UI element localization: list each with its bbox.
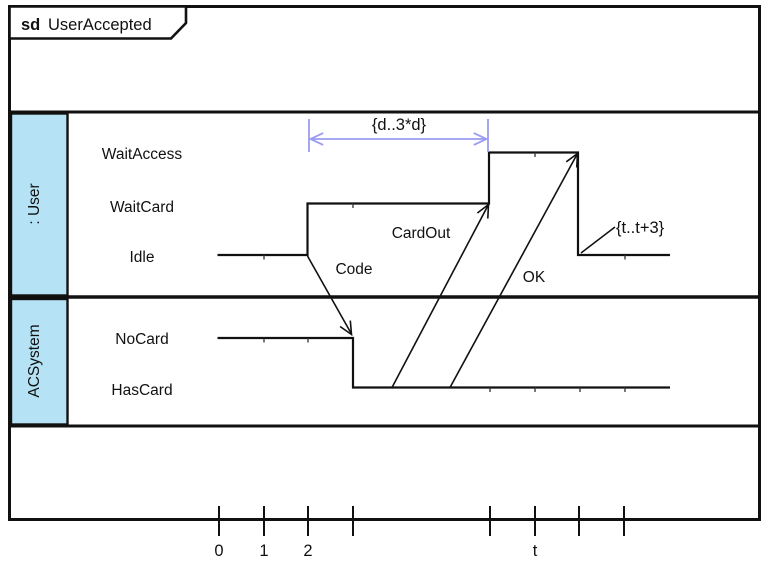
state-label-waitaccess: WaitAccess [102, 146, 183, 163]
lane-label-user: : User [26, 183, 43, 224]
state-line-unit-ticks [263, 152, 626, 392]
state-label-hascard: HasCard [111, 382, 172, 399]
duration-constraint-label: {d..3*d} [372, 116, 427, 134]
message-label-code: Code [335, 261, 372, 278]
time-constraint-pointer [580, 226, 616, 254]
lane-box-user [9, 112, 69, 297]
tick-label-t: t [533, 542, 538, 560]
tick-label-1: 1 [259, 542, 268, 560]
duration-constraint-arrow [308, 119, 489, 152]
acsystem-state-line [217, 336, 670, 389]
time-constraint-label: {t..t+3} [616, 219, 665, 237]
time-axis-ticks [218, 506, 625, 536]
message-arrow-code [306, 255, 353, 337]
frame-name-pentagon [8, 5, 188, 40]
state-label-idle: Idle [130, 249, 155, 266]
frame-title: UserAccepted [48, 16, 152, 34]
lane-box-acsystem [9, 297, 69, 426]
message-label-cardout: CardOut [392, 225, 451, 242]
tick-label-0: 0 [214, 542, 223, 560]
frame-keyword: sd [21, 16, 40, 34]
state-label-nocard: NoCard [115, 331, 168, 348]
message-arrow-cardout [391, 202, 490, 388]
message-arrow-ok [449, 151, 579, 388]
state-label-waitcard: WaitCard [110, 199, 174, 216]
diagram-frame [8, 5, 761, 521]
user-state-line [217, 151, 670, 257]
message-label-ok: OK [523, 269, 546, 286]
tick-label-2: 2 [303, 542, 312, 560]
lane-label-acsystem: ACSystem [26, 324, 43, 397]
